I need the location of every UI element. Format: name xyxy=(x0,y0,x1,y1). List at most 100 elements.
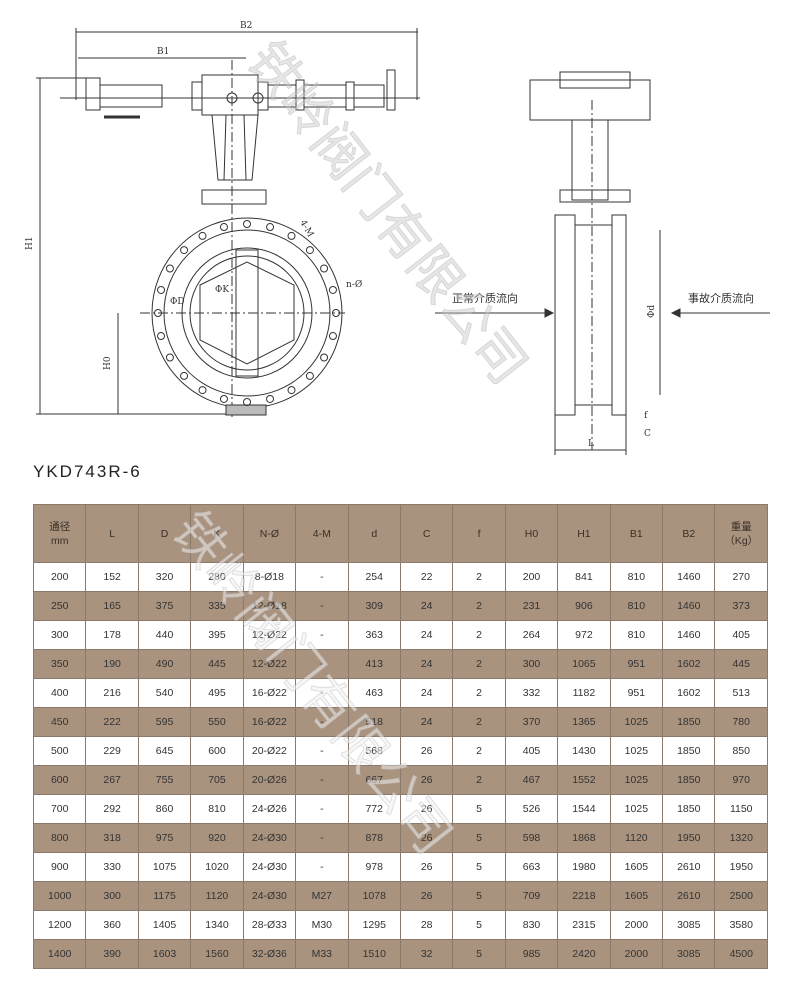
table-cell: 1120 xyxy=(190,881,244,911)
phi-d-label: Φd xyxy=(647,305,657,318)
bolt-hole xyxy=(219,394,228,403)
table-cell: 810 xyxy=(609,562,664,592)
table-cell: 810 xyxy=(190,794,244,824)
table-cell: 841 xyxy=(557,562,611,592)
table-cell: 1605 xyxy=(609,881,664,911)
table-cell: 2500 xyxy=(714,881,768,911)
table-cell: 860 xyxy=(137,794,192,824)
table-cell: 16-Ø22 xyxy=(242,707,297,737)
table-cell: 1603 xyxy=(137,939,192,969)
table-cell: 978 xyxy=(347,852,401,882)
table-cell: 810 xyxy=(609,591,664,621)
table-cell: 810 xyxy=(609,620,664,650)
table-cell: 3580 xyxy=(714,910,768,940)
l-label: L xyxy=(588,439,594,449)
table-cell: 270 xyxy=(714,562,768,592)
table-cell: 3085 xyxy=(662,939,716,969)
bolt-hole xyxy=(180,246,189,255)
table-cell: 26 xyxy=(399,765,454,795)
table-cell: 2 xyxy=(452,562,506,592)
table-cell: 1602 xyxy=(662,678,716,708)
valve-body-front xyxy=(140,217,345,416)
table-cell: 2420 xyxy=(557,939,611,969)
table-cell: 800 xyxy=(32,823,87,853)
table-cell: M33 xyxy=(295,939,349,969)
table-cell: 1025 xyxy=(609,765,664,795)
table-cell: 1025 xyxy=(609,736,664,766)
table-cell: 32-Ø36 xyxy=(242,939,297,969)
table-cell: 1000 xyxy=(32,881,87,911)
table-cell: 1365 xyxy=(557,707,611,737)
table-cell: 373 xyxy=(714,591,768,621)
table-cell: 1980 xyxy=(557,852,611,882)
table-cell: 24 xyxy=(399,591,454,621)
bolt-hole xyxy=(305,246,314,255)
table-cell: 190 xyxy=(85,649,139,679)
column-header: C xyxy=(399,504,454,563)
table-cell: 1175 xyxy=(137,881,192,911)
bolt-hole xyxy=(320,353,329,362)
table-cell: 467 xyxy=(504,765,559,795)
table-cell: - xyxy=(295,678,349,708)
table-cell: 350 xyxy=(32,649,87,679)
column-header: H1 xyxy=(557,504,611,563)
column-header: D xyxy=(137,504,192,563)
table-cell: M30 xyxy=(295,910,349,940)
table-cell: 413 xyxy=(347,649,401,679)
table-cell: 178 xyxy=(85,620,139,650)
table-cell: 1295 xyxy=(347,910,401,940)
table-cell: 2610 xyxy=(662,881,716,911)
table-cell: 780 xyxy=(714,707,768,737)
table-cell: 4500 xyxy=(714,939,768,969)
table-cell: 22 xyxy=(399,562,454,592)
table-cell: 5 xyxy=(452,823,506,853)
bolt-hole xyxy=(332,309,340,317)
table-cell: 3085 xyxy=(662,910,716,940)
valve-yoke xyxy=(201,60,267,420)
table-cell: - xyxy=(295,736,349,766)
table-cell: 318 xyxy=(85,823,139,853)
bolt-hole xyxy=(243,398,251,406)
table-cell: 2 xyxy=(452,591,506,621)
bolt-hole xyxy=(266,223,275,232)
table-cell: 231 xyxy=(504,591,559,621)
table-cell: 250 xyxy=(32,591,87,621)
table-cell: 490 xyxy=(137,649,192,679)
table-cell: 972 xyxy=(557,620,611,650)
table-cell: 1850 xyxy=(662,736,716,766)
table-cell: 1025 xyxy=(609,707,664,737)
table-cell: 970 xyxy=(714,765,768,795)
bolt-hole xyxy=(157,285,166,294)
table-cell: 12-Ø22 xyxy=(242,649,297,679)
table-cell: 1850 xyxy=(662,707,716,737)
table-cell: 254 xyxy=(347,562,401,592)
table-cell: 568 xyxy=(347,736,401,766)
table-cell: 2 xyxy=(452,649,506,679)
table-cell: 1460 xyxy=(662,620,716,650)
table-cell: 405 xyxy=(714,620,768,650)
bolt-hole xyxy=(165,264,174,273)
bolt-hole xyxy=(328,285,337,294)
table-cell: 1850 xyxy=(662,765,716,795)
n-phi-label: n-Ø xyxy=(346,279,362,290)
table-cell: - xyxy=(295,562,349,592)
table-cell: 292 xyxy=(85,794,139,824)
table-cell: 200 xyxy=(32,562,87,592)
table-cell: - xyxy=(295,852,349,882)
table-cell: 405 xyxy=(504,736,559,766)
table-cell: 330 xyxy=(85,852,139,882)
table-cell: 595 xyxy=(137,707,192,737)
table-cell: 1950 xyxy=(714,852,768,882)
column-header: 4-M xyxy=(295,504,349,563)
table-cell: 309 xyxy=(347,591,401,621)
table-cell: 28-Ø33 xyxy=(242,910,297,940)
table-cell: 222 xyxy=(85,707,139,737)
table-cell: 395 xyxy=(190,620,244,650)
table-cell: 1120 xyxy=(609,823,664,853)
table-cell: 440 xyxy=(137,620,192,650)
table-cell: 445 xyxy=(714,649,768,679)
table-cell: - xyxy=(295,794,349,824)
table-cell: 2 xyxy=(452,678,506,708)
